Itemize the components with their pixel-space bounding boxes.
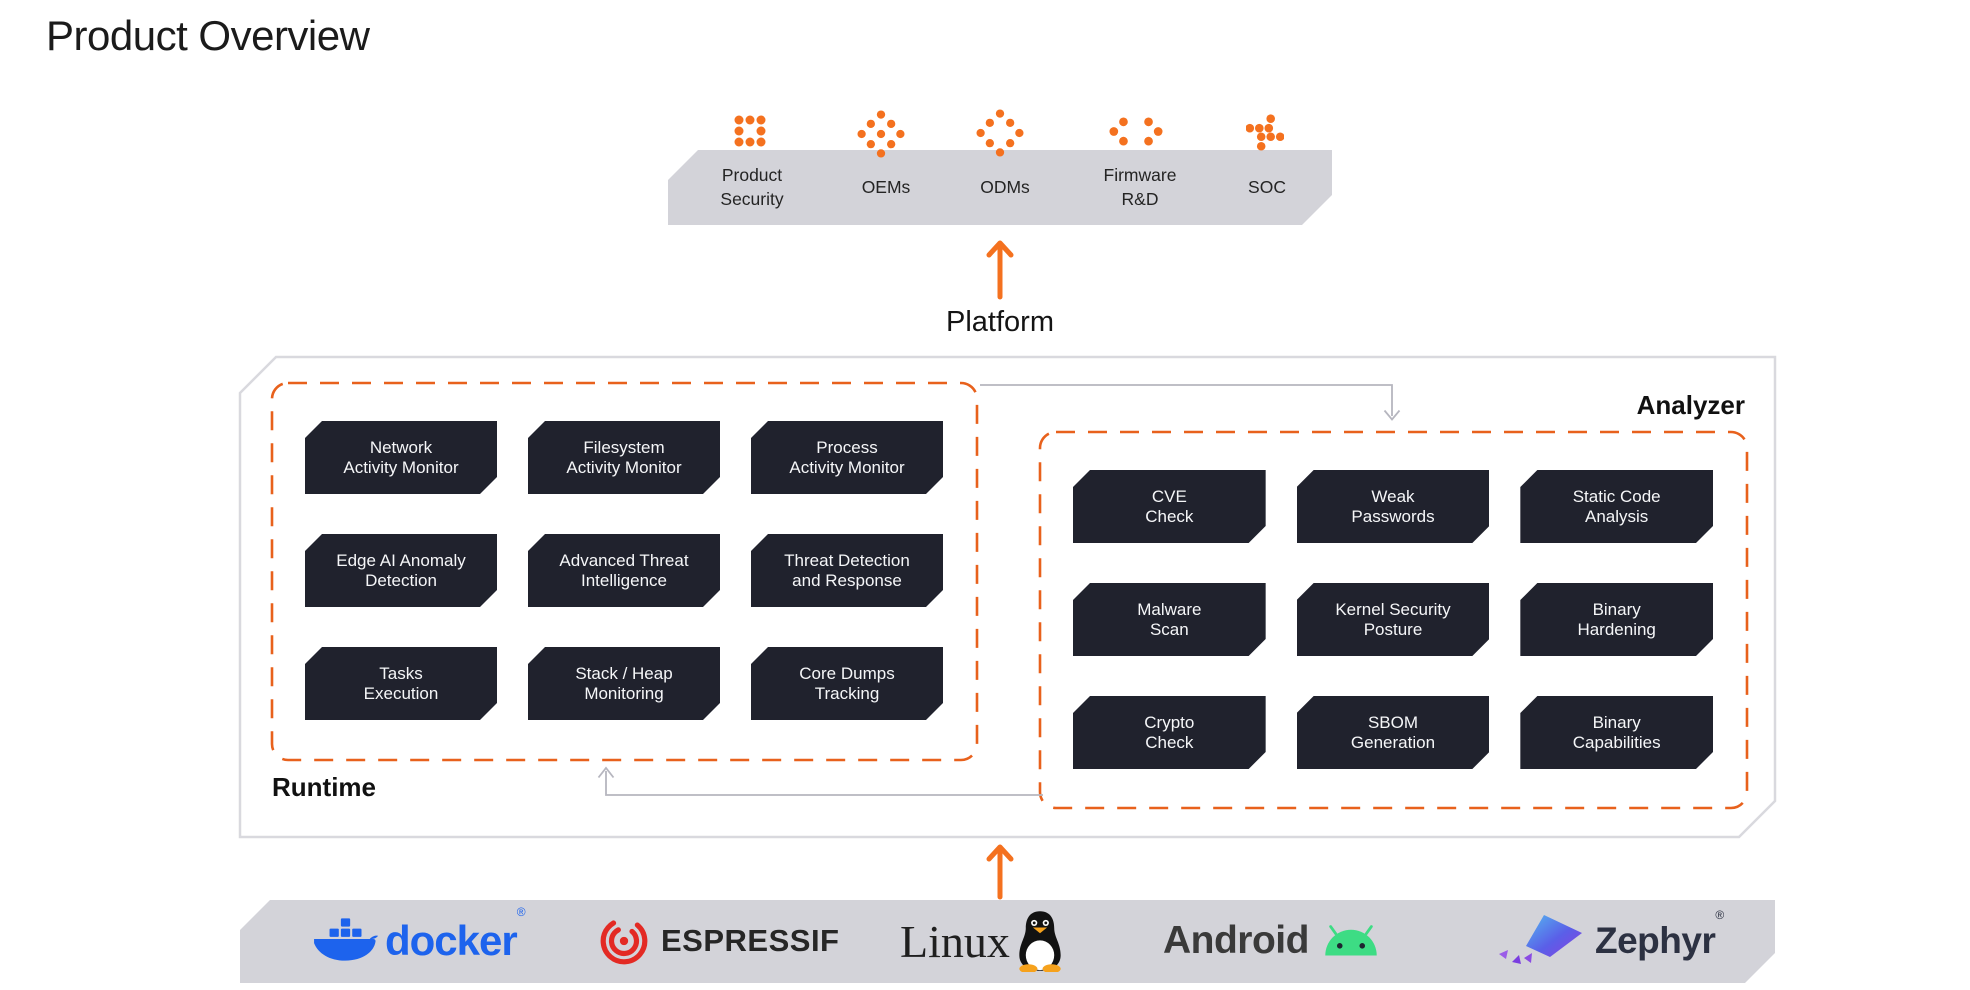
analyzer-box-line: CVE (1151, 486, 1187, 506)
analyzer-box-line: Passwords (1351, 506, 1435, 526)
zephyr-reg-mark: ® (1715, 908, 1724, 922)
docker-whale-icon (314, 918, 378, 961)
analyzer-box-line: Kernel Security (1335, 599, 1451, 619)
docker-reg-mark: ® (516, 905, 526, 919)
analyzer-box-line: Static Code (1572, 486, 1661, 506)
docker-logo: docker® (312, 904, 526, 978)
dots-square-icon (734, 115, 766, 147)
zephyr-kite-icon (1499, 915, 1582, 964)
analyzer-box-line: Binary (1592, 599, 1641, 619)
runtime-box-line: Activity Monitor (566, 457, 682, 477)
espressif-swirl-icon (600, 917, 648, 965)
analyzer-box-line: Scan (1149, 619, 1189, 639)
runtime-dashed-region (270, 381, 979, 762)
audience-item-product-security: Product Security (720, 165, 784, 209)
runtime-box-line: Activity Monitor (343, 457, 459, 477)
runtime-section-label: Runtime (272, 772, 376, 802)
analyzer-box-line: SBOM (1367, 712, 1419, 732)
runtime-box-line: Process (816, 437, 878, 457)
runtime-box-line: Filesystem (583, 437, 665, 457)
audience-item-oems: OEMs (861, 176, 911, 197)
dots-chevrons-icon (1109, 117, 1163, 146)
android-wordmark: Android (1163, 919, 1309, 962)
analyzer-box-line: Capabilities (1572, 732, 1661, 752)
runtime-box-line: Advanced Threat (559, 550, 689, 570)
runtime-box-line: Stack / Heap (575, 663, 673, 683)
analyzer-dashed-region (1038, 430, 1749, 810)
runtime-box-line: Tracking (814, 683, 880, 703)
audience-banner-shape (668, 150, 1332, 225)
analyzer-to-runtime-connector (597, 766, 1043, 796)
analyzer-box-line: Generation (1350, 732, 1436, 752)
zephyr-logo: Zephyr® (1496, 906, 1724, 976)
analyzer-box-line: Crypto (1144, 712, 1195, 732)
tux-penguin-icon (1019, 911, 1061, 972)
runtime-box-line: Tasks (379, 663, 423, 683)
analyzer-box-line: Weak (1371, 486, 1415, 506)
android-logo: Android (1163, 908, 1381, 974)
espressif-logo: ESPRESSIF (598, 908, 840, 974)
runtime-box-line: Threat Detection (784, 550, 910, 570)
audience-item-firmware-rd: Firmware R&D (1103, 165, 1177, 209)
runtime-box-line: Monitoring (584, 683, 664, 703)
runtime-box-line: Edge AI Anomaly (336, 550, 466, 570)
espressif-wordmark: ESPRESSIF (661, 923, 840, 958)
analyzer-box-line: Analysis (1585, 506, 1649, 526)
analyzer-box-line: Check (1145, 732, 1194, 752)
page-title: Product Overview (46, 12, 370, 59)
runtime-box-line: Activity Monitor (789, 457, 905, 477)
dots-diamond-icon (976, 109, 1024, 157)
analyzer-box-line: Malware (1137, 599, 1202, 619)
analyzer-box-line: Check (1145, 506, 1194, 526)
platform-label: Platform (946, 306, 1054, 338)
runtime-box-line: Intelligence (580, 570, 667, 590)
runtime-box-line: Execution (363, 683, 439, 703)
android-robot-icon (1325, 925, 1377, 956)
runtime-box-line: Network (369, 437, 433, 457)
partners-arrow-icon (986, 844, 1014, 900)
linux-wordmark: Linux (900, 915, 1010, 967)
analyzer-section-label: Analyzer (1636, 390, 1745, 420)
analyzer-box-line: Binary (1592, 712, 1641, 732)
analyzer-box-line: Hardening (1577, 619, 1656, 639)
linux-logo: Linux (900, 902, 1066, 980)
zephyr-wordmark: Zephyr® (1595, 908, 1724, 961)
analyzer-box-line: Posture (1363, 619, 1423, 639)
runtime-box-line: Core Dumps (799, 663, 895, 683)
dots-arrow-icon (1246, 114, 1284, 151)
docker-wordmark: docker® (385, 905, 526, 964)
audience-item-odms: ODMs (980, 176, 1030, 197)
platform-arrow-icon (986, 240, 1014, 300)
runtime-box-line: and Response (792, 570, 902, 590)
runtime-box-line: Detection (365, 570, 437, 590)
dots-diamond-filled-icon (857, 110, 905, 158)
audience-item-soc: SOC (1248, 176, 1286, 197)
runtime-to-analyzer-connector (980, 384, 1401, 421)
